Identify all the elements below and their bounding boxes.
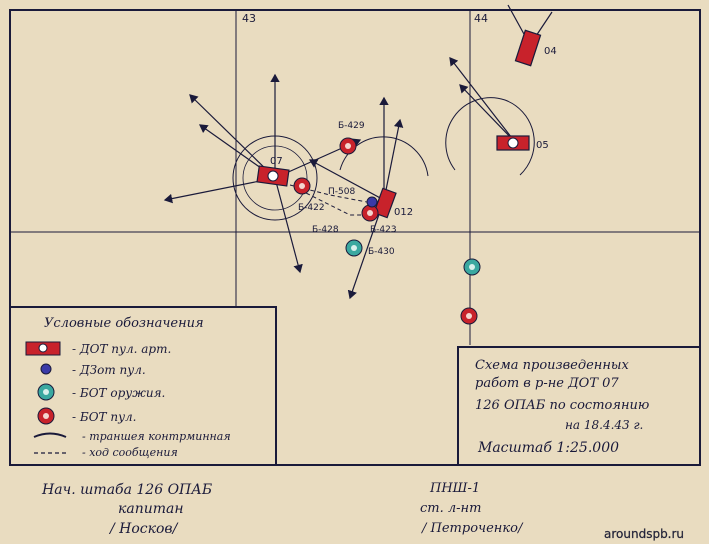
legend-bot-pul-icon [37, 407, 55, 425]
signature-right-line-2: ст. л-нт [420, 501, 481, 516]
legend-box [9, 306, 277, 466]
signature-left-line-3: / Носков/ [108, 521, 179, 537]
title-line-1: Схема произведенных [475, 358, 630, 373]
bot-429-marker [339, 137, 357, 155]
dot-07-marker [256, 165, 290, 187]
fire-arrows-05 [449, 57, 516, 143]
legend-item-bot-pul: - БОТ пул. [72, 410, 137, 424]
title-box [457, 346, 701, 466]
dot-05-marker [496, 135, 530, 151]
map-frame [9, 9, 701, 466]
legend-dot-icon [25, 341, 61, 356]
bot-430-label: Б-430 [368, 247, 395, 257]
dot-012-marker [373, 187, 397, 219]
dot-012-label: 012 [394, 207, 413, 218]
grid-label-44: 44 [474, 12, 488, 25]
legend-item-comm: - ход сообщения [82, 446, 178, 459]
dzot-508-marker [366, 196, 378, 208]
fire-arrows-012 [308, 96, 404, 300]
sector-arc-05 [445, 97, 535, 176]
bot-423-label: Б-423 [370, 225, 397, 235]
legend-item-dot: - ДОТ пул. арт. [72, 342, 171, 356]
title-line-4: на 18.4.43 г. [565, 418, 643, 432]
dzot-508-label: П-508 [328, 187, 355, 197]
title-line-3: 126 ОПАБ по состоянию [475, 398, 649, 413]
bot-teal-east-marker [463, 258, 481, 276]
signature-left-line-2: капитан [118, 501, 184, 517]
legend-item-dzot: - ДЗот пул. [72, 363, 146, 377]
sector-arc-012 [339, 136, 429, 177]
legend-item-trench: - траншея контрминная [82, 430, 231, 443]
legend-trench-icon [33, 432, 67, 438]
grid-label-43: 43 [242, 12, 256, 25]
bot-422-marker [293, 177, 311, 195]
title-line-2: работ в р-не ДОТ 07 [475, 376, 619, 391]
bot-429-label: Б-429 [338, 121, 365, 131]
legend-bot-art-icon [37, 383, 55, 401]
watermark: aroundspb.ru [604, 527, 684, 541]
signature-left-line-1: Нач. штаба 126 ОПАБ [41, 482, 212, 498]
legend-dzot-icon [40, 363, 52, 375]
dot-04-marker [514, 29, 542, 67]
bot-428-label: Б-428 [312, 225, 339, 235]
signature-right-line-3: / Петроченко/ [420, 521, 524, 536]
dot-07-label: 07 [270, 156, 283, 167]
signature-right-line-1: ПНШ-1 [429, 481, 480, 496]
bot-red-east-marker [460, 307, 478, 325]
legend-item-bot-art: - БОТ оружия. [72, 386, 165, 400]
bot-430-marker [345, 239, 363, 257]
dot-04-label: 04 [544, 46, 557, 57]
dot-05-label: 05 [536, 140, 549, 151]
bot-423-marker [361, 204, 379, 222]
bot-422-label: Б-422 [298, 203, 325, 213]
legend-title: Условные обозначения [44, 316, 204, 331]
title-scale: Масштаб 1:25.000 [477, 440, 619, 456]
